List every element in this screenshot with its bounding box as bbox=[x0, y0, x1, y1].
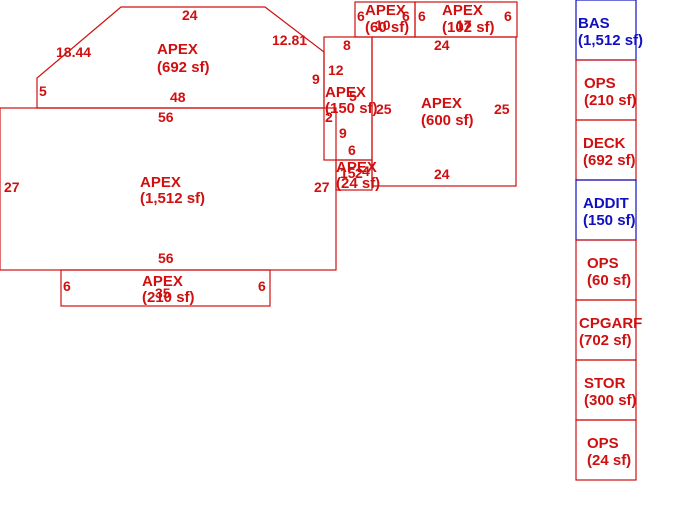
legend-area: (300 sf) bbox=[584, 392, 637, 409]
area-labels: APEX (692 sf) APEX (1,512 sf) APEX (210 … bbox=[140, 2, 495, 306]
area-size: (600 sf) bbox=[421, 112, 474, 129]
dimension-label: 2 bbox=[325, 109, 333, 125]
legend-column: BAS (1,512 sf) OPS (210 sf) DECK (692 sf… bbox=[575, 0, 643, 481]
legend-code: BAS bbox=[578, 15, 610, 32]
dimension-label: 24 bbox=[434, 166, 450, 182]
dimension-label: 56 bbox=[158, 250, 174, 266]
plan-outlines bbox=[0, 1, 518, 307]
dimension-label: 25 bbox=[494, 101, 510, 117]
area-size: (1,512 sf) bbox=[140, 190, 205, 207]
legend-code: OPS bbox=[587, 435, 619, 452]
dimension-labels: 24 18.44 12.81 5 9 48 56 27 27 56 6 6 35… bbox=[4, 7, 512, 301]
dimension-label: 10 bbox=[375, 17, 391, 33]
dimension-label: 6 bbox=[418, 8, 426, 24]
dimension-label: 5 bbox=[349, 88, 357, 104]
legend-area: (150 sf) bbox=[583, 212, 636, 229]
dimension-label: 18.44 bbox=[56, 44, 91, 60]
legend-area: (210 sf) bbox=[584, 92, 637, 109]
area-label: APEX bbox=[157, 41, 198, 58]
dimension-label: 6 bbox=[258, 278, 266, 294]
area-size: (60 sf) bbox=[365, 19, 409, 36]
dimension-label: 15 bbox=[340, 165, 356, 181]
top-small-right-outline bbox=[414, 1, 518, 38]
dimension-label: 12 bbox=[328, 62, 344, 78]
dimension-label: 4 bbox=[362, 163, 370, 179]
dimension-label: 25 bbox=[376, 101, 392, 117]
legend-area: (60 sf) bbox=[587, 272, 631, 289]
dimension-label: 6 bbox=[504, 8, 512, 24]
legend-area: (702 sf) bbox=[579, 332, 632, 349]
legend-code: STOR bbox=[584, 375, 626, 392]
dimension-label: 48 bbox=[170, 89, 186, 105]
legend-area: (1,512 sf) bbox=[578, 32, 643, 49]
dimension-label: 2 bbox=[355, 165, 363, 181]
dimension-label: 35 bbox=[155, 285, 171, 301]
dimension-label: 12.81 bbox=[272, 32, 307, 48]
area-label: APEX bbox=[140, 174, 181, 191]
legend-area: (692 sf) bbox=[583, 152, 636, 169]
area-size: (102 sf) bbox=[442, 19, 495, 36]
legend-code: DECK bbox=[583, 135, 626, 152]
area-label: APEX bbox=[421, 95, 462, 112]
dimension-label: 6 bbox=[402, 8, 410, 24]
area-label: APEX bbox=[336, 159, 377, 176]
dimension-label: 9 bbox=[339, 125, 347, 141]
dimension-label: 6 bbox=[357, 8, 365, 24]
legend-area: (24 sf) bbox=[587, 452, 631, 469]
dimension-label: 6 bbox=[63, 278, 71, 294]
dimension-label: 27 bbox=[314, 179, 330, 195]
legend-code: OPS bbox=[584, 75, 616, 92]
dimension-label: 56 bbox=[158, 109, 174, 125]
dimension-label: 5 bbox=[39, 83, 47, 99]
dimension-label: 24 bbox=[434, 37, 450, 53]
bottom-outline bbox=[60, 269, 271, 307]
dimension-label: 8 bbox=[343, 37, 351, 53]
dimension-label: 6 bbox=[348, 142, 356, 158]
area-label: APEX bbox=[325, 84, 366, 101]
dimension-label: 27 bbox=[4, 179, 20, 195]
legend-code: ADDIT bbox=[583, 195, 629, 212]
area-label: APEX bbox=[442, 2, 483, 19]
dimension-label: 24 bbox=[182, 7, 198, 23]
area-size: (210 sf) bbox=[142, 289, 195, 306]
legend-box bbox=[575, 419, 637, 481]
dimension-label: 9 bbox=[312, 71, 320, 87]
area-label: APEX bbox=[142, 273, 183, 290]
area-size: (692 sf) bbox=[157, 59, 210, 76]
dimension-label: 17 bbox=[456, 17, 472, 33]
area-size: (150 sf) bbox=[325, 100, 378, 117]
legend-code: OPS bbox=[587, 255, 619, 272]
area-size: (24 sf) bbox=[336, 175, 380, 192]
area-label: APEX bbox=[365, 2, 406, 19]
legend-code: CPGARF bbox=[579, 315, 642, 332]
